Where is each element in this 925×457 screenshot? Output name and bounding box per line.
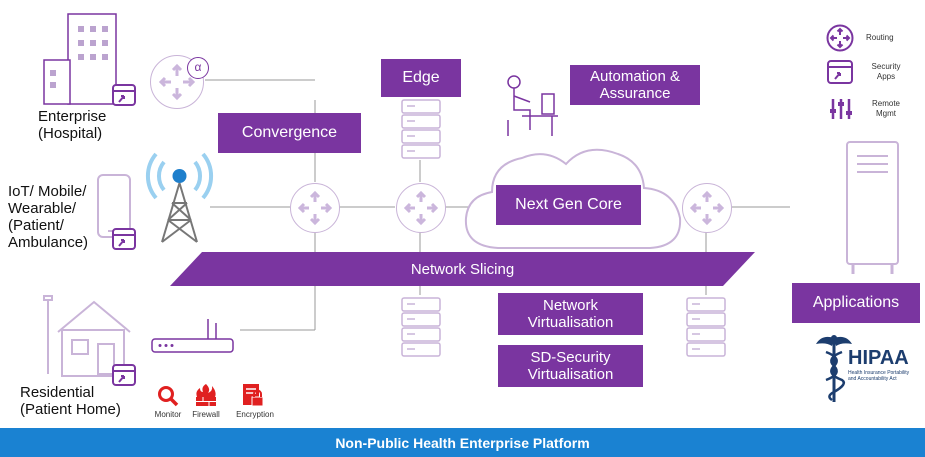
sd-security-virtualisation-box: SD-Security Virtualisation	[498, 345, 643, 387]
iot-label: IoT/ Mobile/ Wearable/ (Patient/ Ambulan…	[8, 183, 89, 251]
automation-assurance-box: Automation & Assurance	[570, 65, 700, 105]
platform-footer-banner: Non-Public Health Enterprise Platform	[0, 428, 925, 457]
convergence-box: Convergence	[218, 113, 361, 153]
edge-core-router-icon	[396, 183, 446, 233]
iot-security-app-icon	[112, 228, 136, 252]
routing-legend-label: Routing	[866, 33, 894, 42]
security-apps-legend-icon	[827, 60, 853, 86]
applications-box: Applications	[792, 283, 920, 323]
application-server-tower-icon	[845, 140, 900, 276]
cell-tower-icon	[142, 148, 217, 246]
residential-label: Residential (Patient Home)	[20, 384, 121, 418]
convergence-router-icon	[290, 183, 340, 233]
firewall-label: Firewall	[192, 410, 220, 419]
enterprise-label: Enterprise (Hospital)	[38, 108, 107, 142]
monitor-label: Monitor	[154, 410, 182, 419]
next-gen-core-box: Next Gen Core	[496, 185, 641, 225]
monitor-magnifier-icon	[157, 385, 179, 407]
firewall-icon	[194, 383, 218, 407]
home-router-icon	[150, 315, 235, 355]
remote-mgmt-legend-label: Remote Mgmt	[871, 99, 900, 118]
encryption-icon	[242, 383, 264, 407]
hipaa-subtitle: Health Insurance Portability and Account…	[848, 370, 910, 382]
network-slicing-label: Network Slicing	[410, 260, 515, 278]
edge-server-icon	[401, 99, 441, 161]
operator-at-desk-icon	[500, 70, 560, 138]
remote-mgmt-legend-icon	[829, 97, 853, 121]
virtualisation-server-icon	[401, 297, 441, 359]
network-virtualisation-box: Network Virtualisation	[498, 293, 643, 335]
routing-legend-icon	[826, 24, 854, 52]
router-alpha-badge: α	[187, 57, 209, 79]
hospital-building-icon	[40, 10, 120, 105]
application-side-server-icon	[686, 297, 726, 359]
edge-box: Edge	[381, 59, 461, 97]
application-router-icon	[682, 183, 732, 233]
security-apps-legend-label: Security Apps	[871, 62, 901, 81]
enterprise-security-app-icon	[112, 84, 136, 108]
residential-security-app-icon	[112, 364, 136, 388]
network-slicing-band	[170, 252, 755, 286]
encryption-label: Encryption	[236, 410, 274, 419]
hipaa-caduceus-icon	[814, 334, 854, 404]
hipaa-title: HIPAA	[848, 347, 909, 369]
